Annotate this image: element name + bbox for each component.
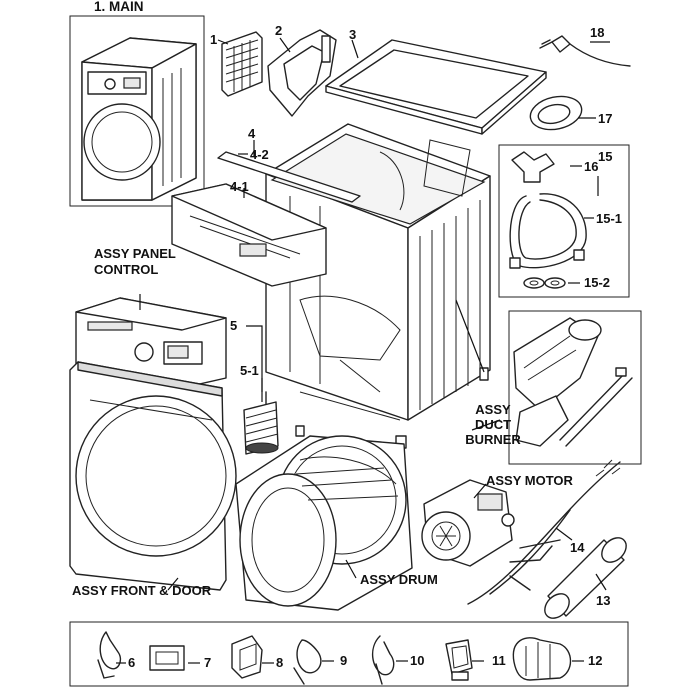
part-5-1-leveling-leg [243,391,279,455]
callout-5-1: 5-1 [240,363,259,378]
part-15-2-washers [523,277,566,289]
kit-inset-15 [498,144,630,298]
motor-assembly [421,479,515,567]
callout-12: 12 [588,653,603,668]
callout-3: 3 [349,27,357,42]
part-7-clip [149,645,185,671]
callout-4-1: 4-1 [230,179,249,194]
front-door-assembly [69,361,237,591]
part-2-bracket [267,29,337,117]
part-4-2-rail [217,151,361,203]
part-8-clip [231,635,263,679]
part-4-1-control-bracket [171,183,327,287]
callout-8: 8 [276,655,284,670]
part-9-clip [293,639,322,685]
callout-4-2: 4-2 [250,147,269,162]
diagram-title: 1. MAIN [94,0,144,14]
callout-5: 5 [230,318,238,333]
callout-10: 10 [410,653,425,668]
callout-9: 9 [340,653,348,668]
callout-11: 11 [492,653,506,668]
part-15-1-fill-hose [509,193,587,269]
callout-17: 17 [598,111,613,126]
callout-6: 6 [128,655,136,670]
part-10-clip [372,635,395,685]
part-16-y-connector [511,151,555,183]
part-3-top-panel [325,39,547,135]
part-18-power-cord [539,35,631,67]
assy-duct-burner-label: ASSY DUCT BURNER [465,402,521,447]
callout-16: 16 [584,159,599,174]
part-17-grommet [529,95,583,131]
callout-15-1: 15-1 [596,211,623,226]
assy-panel-control-text: ASSY PANEL CONTROL [94,246,176,277]
callout-4: 4 [248,126,256,141]
part-1-lint-filter [221,31,263,97]
part-12-clamp [512,637,572,681]
assy-front-door-label: ASSY FRONT & DOOR [72,583,212,598]
assy-panel-control-label: ASSY PANEL CONTROL [94,246,176,278]
part-11-clip [445,639,473,681]
callout-15: 15 [598,149,613,164]
callout-18: 18 [590,25,605,40]
part-6-clip [97,631,122,679]
drum-assembly [235,435,413,611]
burner-inset [508,310,642,465]
callout-2: 2 [275,23,283,38]
assy-drum-label: ASSY DRUM [360,572,438,587]
callout-15-2: 15-2 [584,275,611,290]
callout-7: 7 [204,655,212,670]
part-13-exhaust-duct [544,537,627,619]
leader-lines [116,37,610,664]
dryer-overview-inset [69,15,205,207]
duct-burner-assembly [513,317,633,447]
dryer-overview [81,37,197,201]
clamp-inset [69,621,629,687]
part-14-wire-harness [467,459,621,605]
callout-13: 13 [596,593,611,608]
callout-14: 14 [570,540,585,555]
control-panel-assembly [75,297,227,389]
assy-motor-label: ASSY MOTOR [486,473,573,488]
callout-1: 1 [210,32,218,47]
